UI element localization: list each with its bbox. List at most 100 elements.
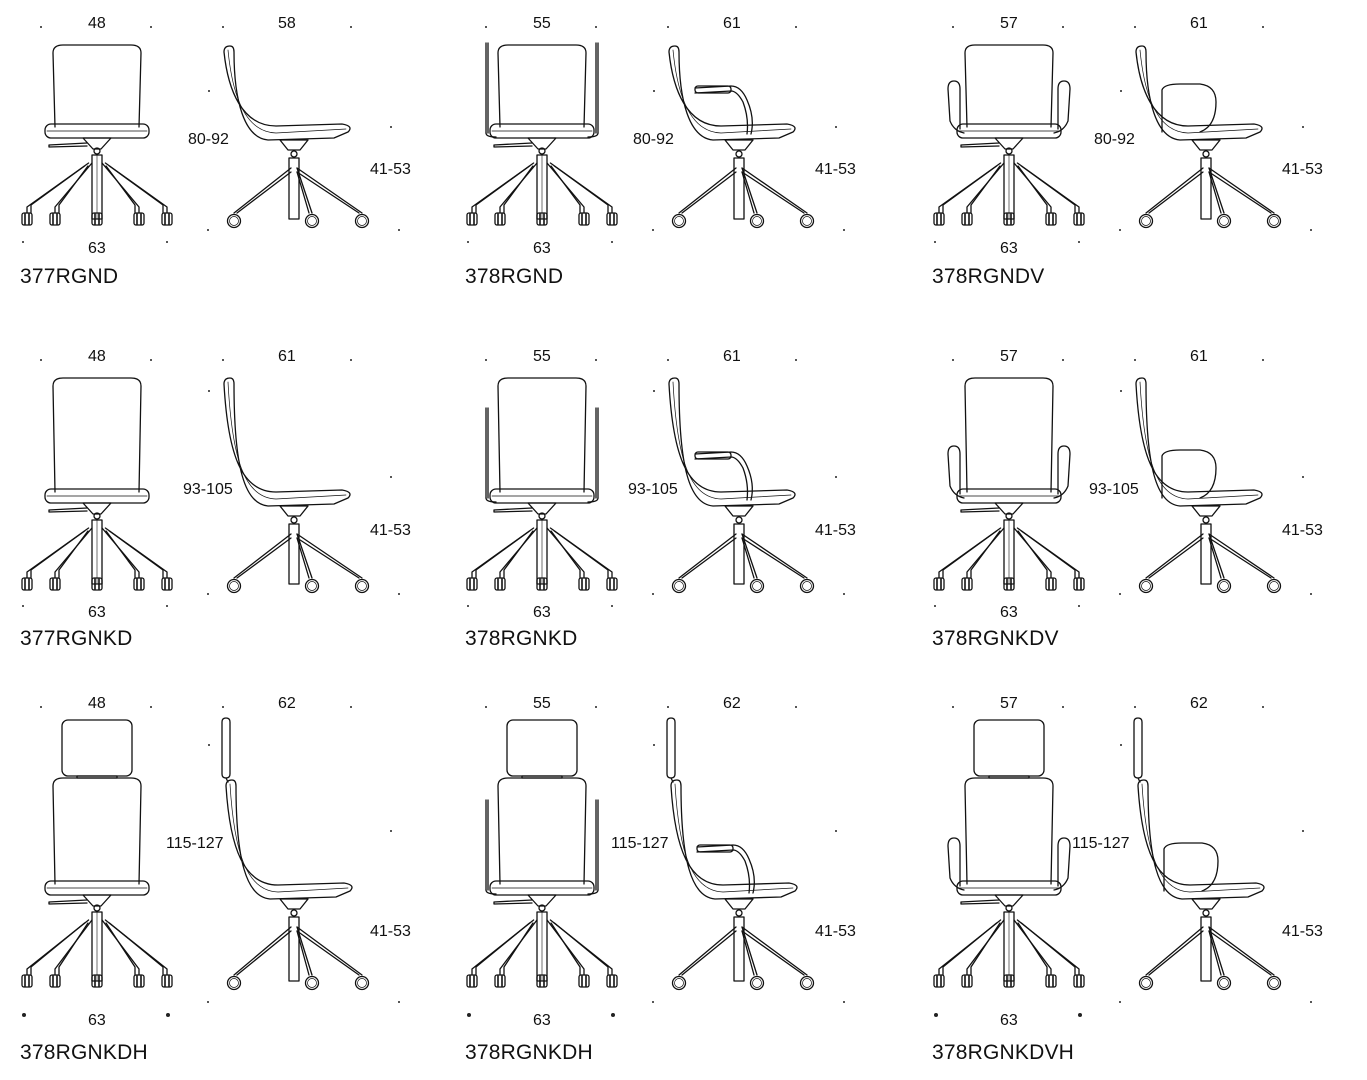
dimension-dot bbox=[843, 229, 845, 231]
dimension-dot bbox=[467, 1013, 471, 1017]
dimension-dot bbox=[595, 706, 597, 708]
model-code: 378RGNKDVH bbox=[932, 1041, 1075, 1064]
dimension-dot bbox=[485, 26, 487, 28]
dimension-dot bbox=[1120, 744, 1122, 746]
front-view bbox=[466, 719, 618, 988]
headrest bbox=[506, 719, 578, 777]
dimension-dot bbox=[1302, 830, 1304, 832]
side-view bbox=[1135, 377, 1282, 594]
dimension-dot bbox=[595, 26, 597, 28]
dimension-dot bbox=[22, 605, 24, 607]
dimension-dot bbox=[22, 241, 24, 243]
total-height-label: 115-127 bbox=[1072, 835, 1130, 852]
dimension-dot bbox=[166, 605, 168, 607]
dimension-dot bbox=[40, 359, 42, 361]
dimension-dot bbox=[22, 1013, 26, 1017]
base-width-label: 63 bbox=[533, 240, 551, 257]
model-code: 378RGND bbox=[465, 265, 564, 288]
dimension-dot bbox=[652, 1001, 654, 1003]
dimension-dot bbox=[843, 593, 845, 595]
dimension-dot bbox=[843, 1001, 845, 1003]
total-height-label: 93-105 bbox=[628, 481, 678, 498]
dimension-dot bbox=[1310, 229, 1312, 231]
dimension-dot bbox=[611, 605, 613, 607]
side-depth-label: 61 bbox=[1190, 348, 1208, 365]
dimension-dot bbox=[1134, 706, 1136, 708]
front-width-label: 57 bbox=[1000, 695, 1018, 712]
dimension-dot bbox=[350, 26, 352, 28]
dimension-dot bbox=[1310, 1001, 1312, 1003]
dimension-dot bbox=[398, 593, 400, 595]
chair-line-drawing bbox=[933, 717, 1282, 991]
total-height-label: 80-92 bbox=[188, 131, 229, 148]
headrest bbox=[973, 719, 1045, 777]
dimension-dot bbox=[611, 241, 613, 243]
dimension-dot bbox=[208, 390, 210, 392]
front-width-label: 57 bbox=[1000, 348, 1018, 365]
dimension-dot bbox=[1062, 706, 1064, 708]
dimension-dot bbox=[150, 26, 152, 28]
front-view bbox=[466, 377, 618, 591]
total-height-label: 80-92 bbox=[633, 131, 674, 148]
side-depth-label: 62 bbox=[1190, 695, 1208, 712]
headrest bbox=[61, 719, 133, 777]
front-width-label: 48 bbox=[88, 15, 106, 32]
dimension-dot bbox=[390, 126, 392, 128]
seat-height-label: 41-53 bbox=[815, 923, 856, 940]
side-view bbox=[668, 45, 815, 229]
seat-height-label: 41-53 bbox=[370, 161, 411, 178]
base-width-label: 63 bbox=[533, 1012, 551, 1029]
front-width-label: 55 bbox=[533, 695, 551, 712]
dimension-dot bbox=[1078, 241, 1080, 243]
side-view bbox=[1133, 717, 1282, 991]
base-width-label: 63 bbox=[88, 240, 106, 257]
front-view bbox=[21, 377, 173, 591]
seat-height-label: 41-53 bbox=[1282, 161, 1323, 178]
model-code: 377RGNKD bbox=[20, 627, 133, 650]
dimension-dot bbox=[208, 90, 210, 92]
chair-line-drawing bbox=[466, 717, 815, 991]
dimension-dot bbox=[1310, 593, 1312, 595]
dimension-dot bbox=[467, 241, 469, 243]
dimension-dot bbox=[667, 26, 669, 28]
side-depth-label: 62 bbox=[723, 695, 741, 712]
dimension-dot bbox=[1119, 593, 1121, 595]
dimension-dot bbox=[40, 706, 42, 708]
chair-line-drawing bbox=[21, 44, 370, 229]
dimension-dot bbox=[652, 593, 654, 595]
dimension-dot bbox=[150, 706, 152, 708]
side-depth-label: 58 bbox=[278, 15, 296, 32]
dimension-dot bbox=[1119, 229, 1121, 231]
dimension-dot bbox=[150, 359, 152, 361]
dimension-dot bbox=[40, 26, 42, 28]
front-width-label: 48 bbox=[88, 695, 106, 712]
seat-height-label: 41-53 bbox=[1282, 923, 1323, 940]
front-view bbox=[933, 377, 1085, 591]
seat-height-label: 41-53 bbox=[815, 522, 856, 539]
dimension-dot bbox=[207, 593, 209, 595]
dimension-dot bbox=[934, 1013, 938, 1017]
dimension-dot bbox=[166, 241, 168, 243]
model-code: 378RGNKDH bbox=[465, 1041, 593, 1064]
base-width-label: 63 bbox=[88, 604, 106, 621]
front-view bbox=[466, 42, 618, 226]
dimension-dot bbox=[653, 90, 655, 92]
seat-height-label: 41-53 bbox=[1282, 522, 1323, 539]
side-depth-label: 62 bbox=[278, 695, 296, 712]
model-code: 378RGNKDV bbox=[932, 627, 1059, 650]
side-view bbox=[1135, 45, 1282, 229]
dimension-dot bbox=[795, 26, 797, 28]
side-view bbox=[223, 45, 370, 229]
dimension-dot bbox=[398, 229, 400, 231]
dimension-dot bbox=[835, 126, 837, 128]
base-width-label: 63 bbox=[88, 1012, 106, 1029]
dimension-dot bbox=[208, 744, 210, 746]
dimension-dot bbox=[1120, 390, 1122, 392]
dimension-dot bbox=[222, 26, 224, 28]
side-view bbox=[668, 377, 815, 594]
dimension-dot bbox=[952, 26, 954, 28]
dimension-dot bbox=[653, 390, 655, 392]
